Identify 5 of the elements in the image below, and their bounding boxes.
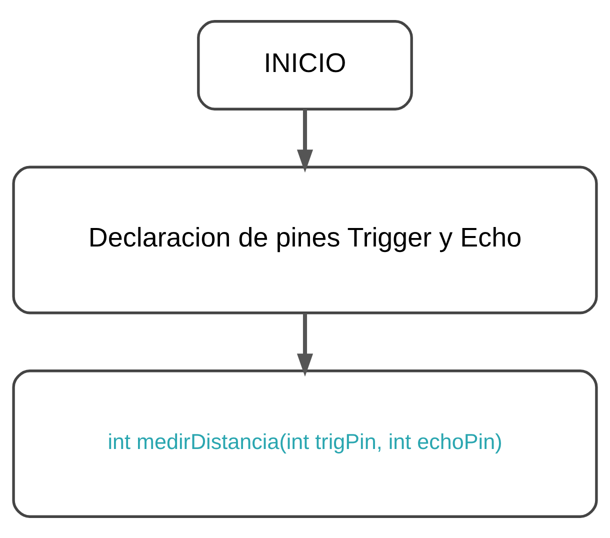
node-box: INICIO: [197, 20, 413, 110]
node-box: Declaracion de pines Trigger y Echo: [12, 166, 598, 314]
arrow: [296, 109, 314, 173]
arrow: [296, 313, 314, 377]
node-box: int medirDistancia(int trigPin, int echoPin): [12, 370, 598, 518]
